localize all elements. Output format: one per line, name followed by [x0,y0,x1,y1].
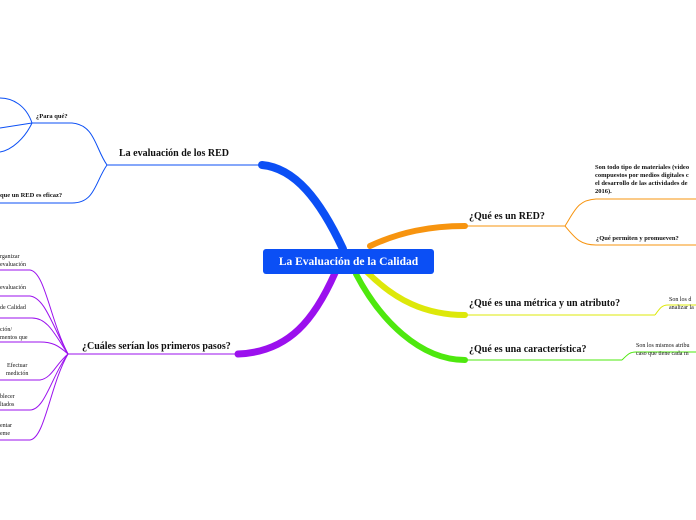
node-definicion-red[interactable]: Son todo tipo de materiales (video compu… [595,164,690,195]
node-paso-resultados[interactable]: blecer ltados [0,394,15,408]
node-metrica-definicion[interactable]: Son los d analizar la [669,297,694,311]
node-paso-elementos[interactable]: ción/ mentos que [0,327,28,341]
root-node[interactable]: La Evaluación de la Calidad [263,249,434,274]
node-red-eficaz[interactable]: que un RED es eficaz? [0,192,63,199]
node-permiten-promueven[interactable]: ¿Qué permiten y promueven? [596,235,679,242]
node-para-que[interactable]: ¿Para qué? [36,113,68,120]
node-paso-organizar[interactable]: rganizar evaluación [0,254,26,268]
connector-caracteristica [353,271,468,363]
connector-caracteristica-def [621,351,696,361]
node-evaluacion-red[interactable]: La evaluación de los RED [119,148,230,159]
node-paso-calidad[interactable]: de Calidad [0,305,26,311]
node-paso-implementar[interactable]: entar eme [0,423,12,437]
connector-evaluacion-red [258,161,347,253]
connector-eficaz [0,164,108,204]
connector-para-que-child-2 [0,122,33,153]
connector-definicion-red [564,198,696,227]
connector-metrica-def [654,304,696,316]
connector-para-que-child [0,97,33,124]
node-metrica-atributo[interactable]: ¿Qué es una métrica y un atributo? [469,298,621,309]
node-primeros-pasos[interactable]: ¿Cuáles serían los primeros pasos? [82,341,231,352]
connector-metrica [364,269,468,318]
node-que-es-red[interactable]: ¿Qué es un RED? [469,211,545,222]
node-paso-medicion[interactable]: Efectuar medición [6,363,29,377]
connector-primeros-pasos [234,269,339,358]
connector-para-que [32,122,108,166]
connector-permiten [564,225,696,246]
connector-que-es-red [367,223,468,249]
node-caracteristica-definicion[interactable]: Son los mismos atribu caso que tiene cad… [636,343,690,357]
node-caracteristica[interactable]: ¿Qué es una característica? [469,344,587,355]
connector-para-que-child-3 [0,122,33,129]
node-paso-evaluacion[interactable]: evaluación [0,285,26,291]
primeros-pasos-connectors [0,269,69,441]
